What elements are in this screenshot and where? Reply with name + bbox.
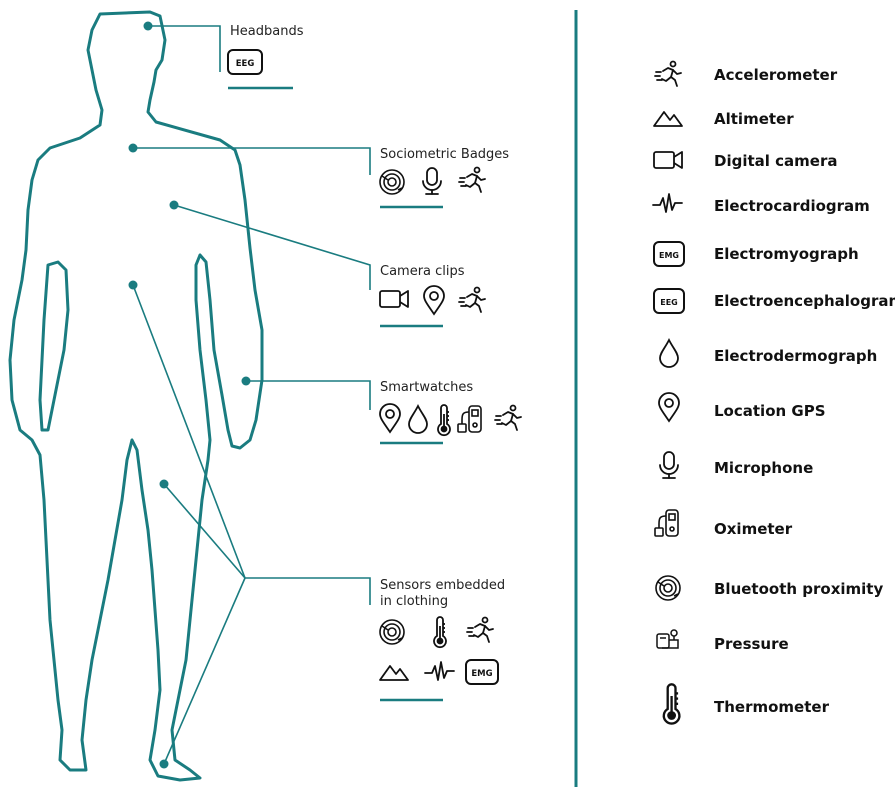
electrodermograph-icon [409,406,427,433]
legend-label-accelerometer: Accelerometer [714,66,837,84]
accelerometer-icon [467,618,493,643]
camera-clips-label: Camera clips [380,264,465,279]
headbands-eeg-icon: EEG [228,50,262,74]
legend-label-electroencephalogram: Electroencephalogram [714,292,895,310]
svg-text:EEG: EEG [236,59,255,69]
thermometer-icon [434,617,446,647]
svg-text:EMG: EMG [659,251,679,260]
clothing-label-line1: Sensors embedded [380,578,505,593]
legend-label-electrocardiogram: Electrocardiogram [714,197,870,215]
sociometric-badges-label: Sociometric Badges [380,147,509,162]
accelerometer-icon [459,168,485,193]
bluetooth-proximity-icon [380,620,404,644]
legend-label-pressure: Pressure [714,635,789,653]
connector-clothing-2 [164,484,245,578]
svg-text:EEG: EEG [660,298,678,307]
connector-smartwatch [246,381,370,410]
connector-clothing-main [245,578,370,605]
legend-altimeter-icon [654,112,682,126]
legend-label-thermometer: Thermometer [714,698,829,716]
legend-label-electrodermograph: Electrodermograph [714,347,877,365]
clothing-label-line2: in clothing [380,594,448,609]
bluetooth-proximity-icon [380,170,404,194]
accelerometer-icon [459,288,485,313]
digital-camera-icon [380,291,408,307]
legend-location-gps-icon [659,393,679,421]
legend-label-altimeter: Altimeter [714,110,794,128]
legend-electrodermograph-icon [660,340,678,367]
headbands-label: Headbands [230,24,303,39]
legend-microphone-icon [660,452,678,478]
legend-label-oximeter: Oximeter [714,520,792,538]
legend-thermometer-icon [664,684,680,723]
anchor-knee [160,480,169,489]
legend-emg-icon: EMG [654,242,684,266]
human-silhouette [10,12,262,780]
legend-eeg-icon: EEG [654,289,684,313]
anchor-chest [129,144,138,153]
anchor-torso [170,201,179,210]
location-gps-icon [380,404,400,432]
legend-pressure-icon [657,630,678,648]
anchor-foot [160,760,169,769]
svg-text:EMG: EMG [471,669,492,679]
altimeter-icon [380,666,408,680]
connector-clothing-3 [164,578,245,764]
connector-sociometric [133,148,370,175]
clothing-emg-icon: EMG [466,660,498,684]
legend-electrocardiogram-icon [653,194,682,212]
legend-accelerometer-icon [655,62,681,87]
anchor-hip [129,281,138,290]
legend-label-bluetooth-proximity: Bluetooth proximity [714,580,883,598]
oximeter-icon [458,406,481,432]
smartwatches-label: Smartwatches [380,380,473,395]
legend-label-location-gps: Location GPS [714,402,826,420]
legend-label-microphone: Microphone [714,459,813,477]
anchor-wrist [242,377,251,386]
legend-label-digital-camera: Digital camera [714,152,837,170]
thermometer-icon [438,405,450,435]
connector-camera [174,205,370,290]
location-gps-icon [424,286,444,314]
anchor-head [144,22,153,31]
accelerometer-icon [495,406,521,431]
microphone-icon [423,168,441,194]
legend-bluetooth-proximity-icon [656,576,680,600]
legend-digital-camera-icon [654,152,682,168]
legend-label-electromyograph: Electromyograph [714,245,859,263]
legend-oximeter-icon [655,510,678,536]
electrocardiogram-icon [425,662,454,680]
